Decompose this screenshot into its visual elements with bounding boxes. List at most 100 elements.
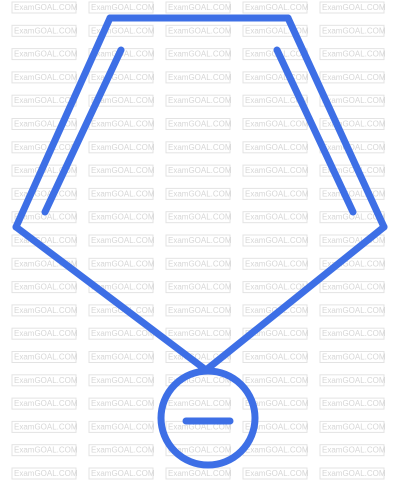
- watermark-text: ExamGOAL.COM: [245, 422, 309, 431]
- watermark-stamp: ExamGOAL.COM: [319, 397, 386, 410]
- watermark-box: [11, 444, 77, 457]
- watermark-box: [319, 467, 385, 480]
- watermark-box: [242, 374, 308, 387]
- watermark-box: [88, 187, 154, 200]
- watermark-text: ExamGOAL.COM: [322, 213, 386, 222]
- watermark-box: [11, 374, 77, 387]
- watermark-text: ExamGOAL.COM: [322, 26, 386, 35]
- watermark-box: [242, 94, 308, 107]
- watermark-text: ExamGOAL.COM: [245, 143, 309, 152]
- watermark-stamp: ExamGOAL.COM: [165, 304, 232, 317]
- watermark-box: [319, 420, 385, 433]
- watermark-box: [11, 187, 77, 200]
- watermark-stamp: ExamGOAL.COM: [319, 374, 386, 387]
- watermark-box: [88, 141, 154, 154]
- watermark-text: ExamGOAL.COM: [245, 166, 309, 175]
- watermark-stamp: ExamGOAL.COM: [242, 24, 309, 37]
- watermark-text: ExamGOAL.COM: [168, 73, 232, 82]
- watermark-text: ExamGOAL.COM: [91, 189, 155, 198]
- watermark-stamp: ExamGOAL.COM: [11, 420, 78, 433]
- watermark-text: ExamGOAL.COM: [91, 259, 155, 268]
- watermark-stamp: ExamGOAL.COM: [319, 71, 386, 84]
- watermark-box: [88, 281, 154, 294]
- charge-circle: [157, 367, 259, 469]
- watermark-stamp: ExamGOAL.COM: [88, 327, 155, 340]
- watermark-text: ExamGOAL.COM: [91, 96, 155, 105]
- watermark-box: [88, 234, 154, 247]
- watermark-box: [319, 71, 385, 84]
- watermark-stamp: ExamGOAL.COM: [319, 281, 386, 294]
- watermark-text: ExamGOAL.COM: [168, 422, 232, 431]
- watermark-text: ExamGOAL.COM: [91, 399, 155, 408]
- watermark-text: ExamGOAL.COM: [245, 376, 309, 385]
- watermark-text: ExamGOAL.COM: [91, 26, 155, 35]
- watermark-box: [165, 257, 231, 270]
- watermark-stamp: ExamGOAL.COM: [165, 187, 232, 200]
- watermark-text: ExamGOAL.COM: [168, 306, 232, 315]
- watermark-stamp: ExamGOAL.COM: [319, 351, 386, 363]
- watermark-text: ExamGOAL.COM: [91, 3, 155, 12]
- watermark-text: ExamGOAL.COM: [168, 50, 232, 59]
- watermark-box: [242, 397, 308, 410]
- watermark-stamp: ExamGOAL.COM: [11, 257, 78, 270]
- watermark-stamp: ExamGOAL.COM: [319, 1, 386, 14]
- watermark-text: ExamGOAL.COM: [245, 446, 309, 455]
- watermark-box: [165, 24, 231, 37]
- watermark-text: ExamGOAL.COM: [168, 120, 232, 129]
- watermark-stamp: ExamGOAL.COM: [88, 397, 155, 410]
- watermark-stamp: ExamGOAL.COM: [165, 48, 232, 61]
- watermark-text: ExamGOAL.COM: [322, 166, 386, 175]
- watermark-text: ExamGOAL.COM: [322, 306, 386, 315]
- watermark-text: ExamGOAL.COM: [168, 329, 232, 338]
- watermark-stamp: ExamGOAL.COM: [11, 48, 78, 61]
- watermark-stamp: ExamGOAL.COM: [242, 118, 309, 130]
- watermark-text: ExamGOAL.COM: [91, 50, 155, 59]
- watermark-stamp: ExamGOAL.COM: [319, 118, 386, 130]
- watermark-text: ExamGOAL.COM: [91, 120, 155, 129]
- watermark-box: [242, 71, 308, 84]
- watermark-text: ExamGOAL.COM: [245, 399, 309, 408]
- watermark-stamp: ExamGOAL.COM: [242, 1, 309, 14]
- watermark-text: ExamGOAL.COM: [14, 422, 78, 431]
- watermark-stamp: ExamGOAL.COM: [242, 187, 309, 200]
- watermark-text: ExamGOAL.COM: [245, 283, 309, 292]
- watermark-box: [11, 1, 77, 14]
- watermark-text: ExamGOAL.COM: [245, 189, 309, 198]
- watermark-text: ExamGOAL.COM: [14, 73, 78, 82]
- watermark-box: [165, 118, 231, 130]
- watermark-text: ExamGOAL.COM: [14, 26, 78, 35]
- watermark-text: ExamGOAL.COM: [91, 166, 155, 175]
- watermark-stamp: ExamGOAL.COM: [319, 48, 386, 61]
- watermark-stamp: ExamGOAL.COM: [242, 211, 309, 224]
- watermark-stamp: ExamGOAL.COM: [88, 71, 155, 84]
- watermark-stamp: ExamGOAL.COM: [88, 374, 155, 387]
- watermark-text: ExamGOAL.COM: [14, 3, 78, 12]
- watermark-text: ExamGOAL.COM: [168, 353, 232, 362]
- watermark-stamp: ExamGOAL.COM: [165, 397, 232, 410]
- watermark-box: [242, 467, 308, 480]
- watermark-box: [242, 118, 308, 130]
- watermark-stamp: ExamGOAL.COM: [242, 164, 309, 177]
- watermark-box: [319, 187, 385, 200]
- watermark-stamp: ExamGOAL.COM: [319, 94, 386, 107]
- watermark-box: [88, 1, 154, 14]
- watermark-text: ExamGOAL.COM: [245, 259, 309, 268]
- watermark-box: [88, 164, 154, 177]
- watermark-stamp: ExamGOAL.COM: [165, 281, 232, 294]
- double-bond-inner-left: [41, 46, 125, 216]
- watermark-text: ExamGOAL.COM: [14, 283, 78, 292]
- watermark-text: ExamGOAL.COM: [14, 96, 78, 105]
- watermark-box: [165, 281, 231, 294]
- watermark-box: [11, 467, 77, 480]
- watermark-box: [242, 141, 308, 154]
- watermark-text: ExamGOAL.COM: [14, 213, 78, 222]
- watermark-box: [11, 48, 77, 61]
- watermark-text: ExamGOAL.COM: [168, 469, 232, 478]
- watermark-stamp: ExamGOAL.COM: [88, 281, 155, 294]
- watermark-box: [88, 420, 154, 433]
- watermark-stamp: ExamGOAL.COM: [11, 444, 78, 457]
- watermark-text: ExamGOAL.COM: [322, 422, 386, 431]
- watermark-text: ExamGOAL.COM: [91, 469, 155, 478]
- watermark-box: [319, 444, 385, 457]
